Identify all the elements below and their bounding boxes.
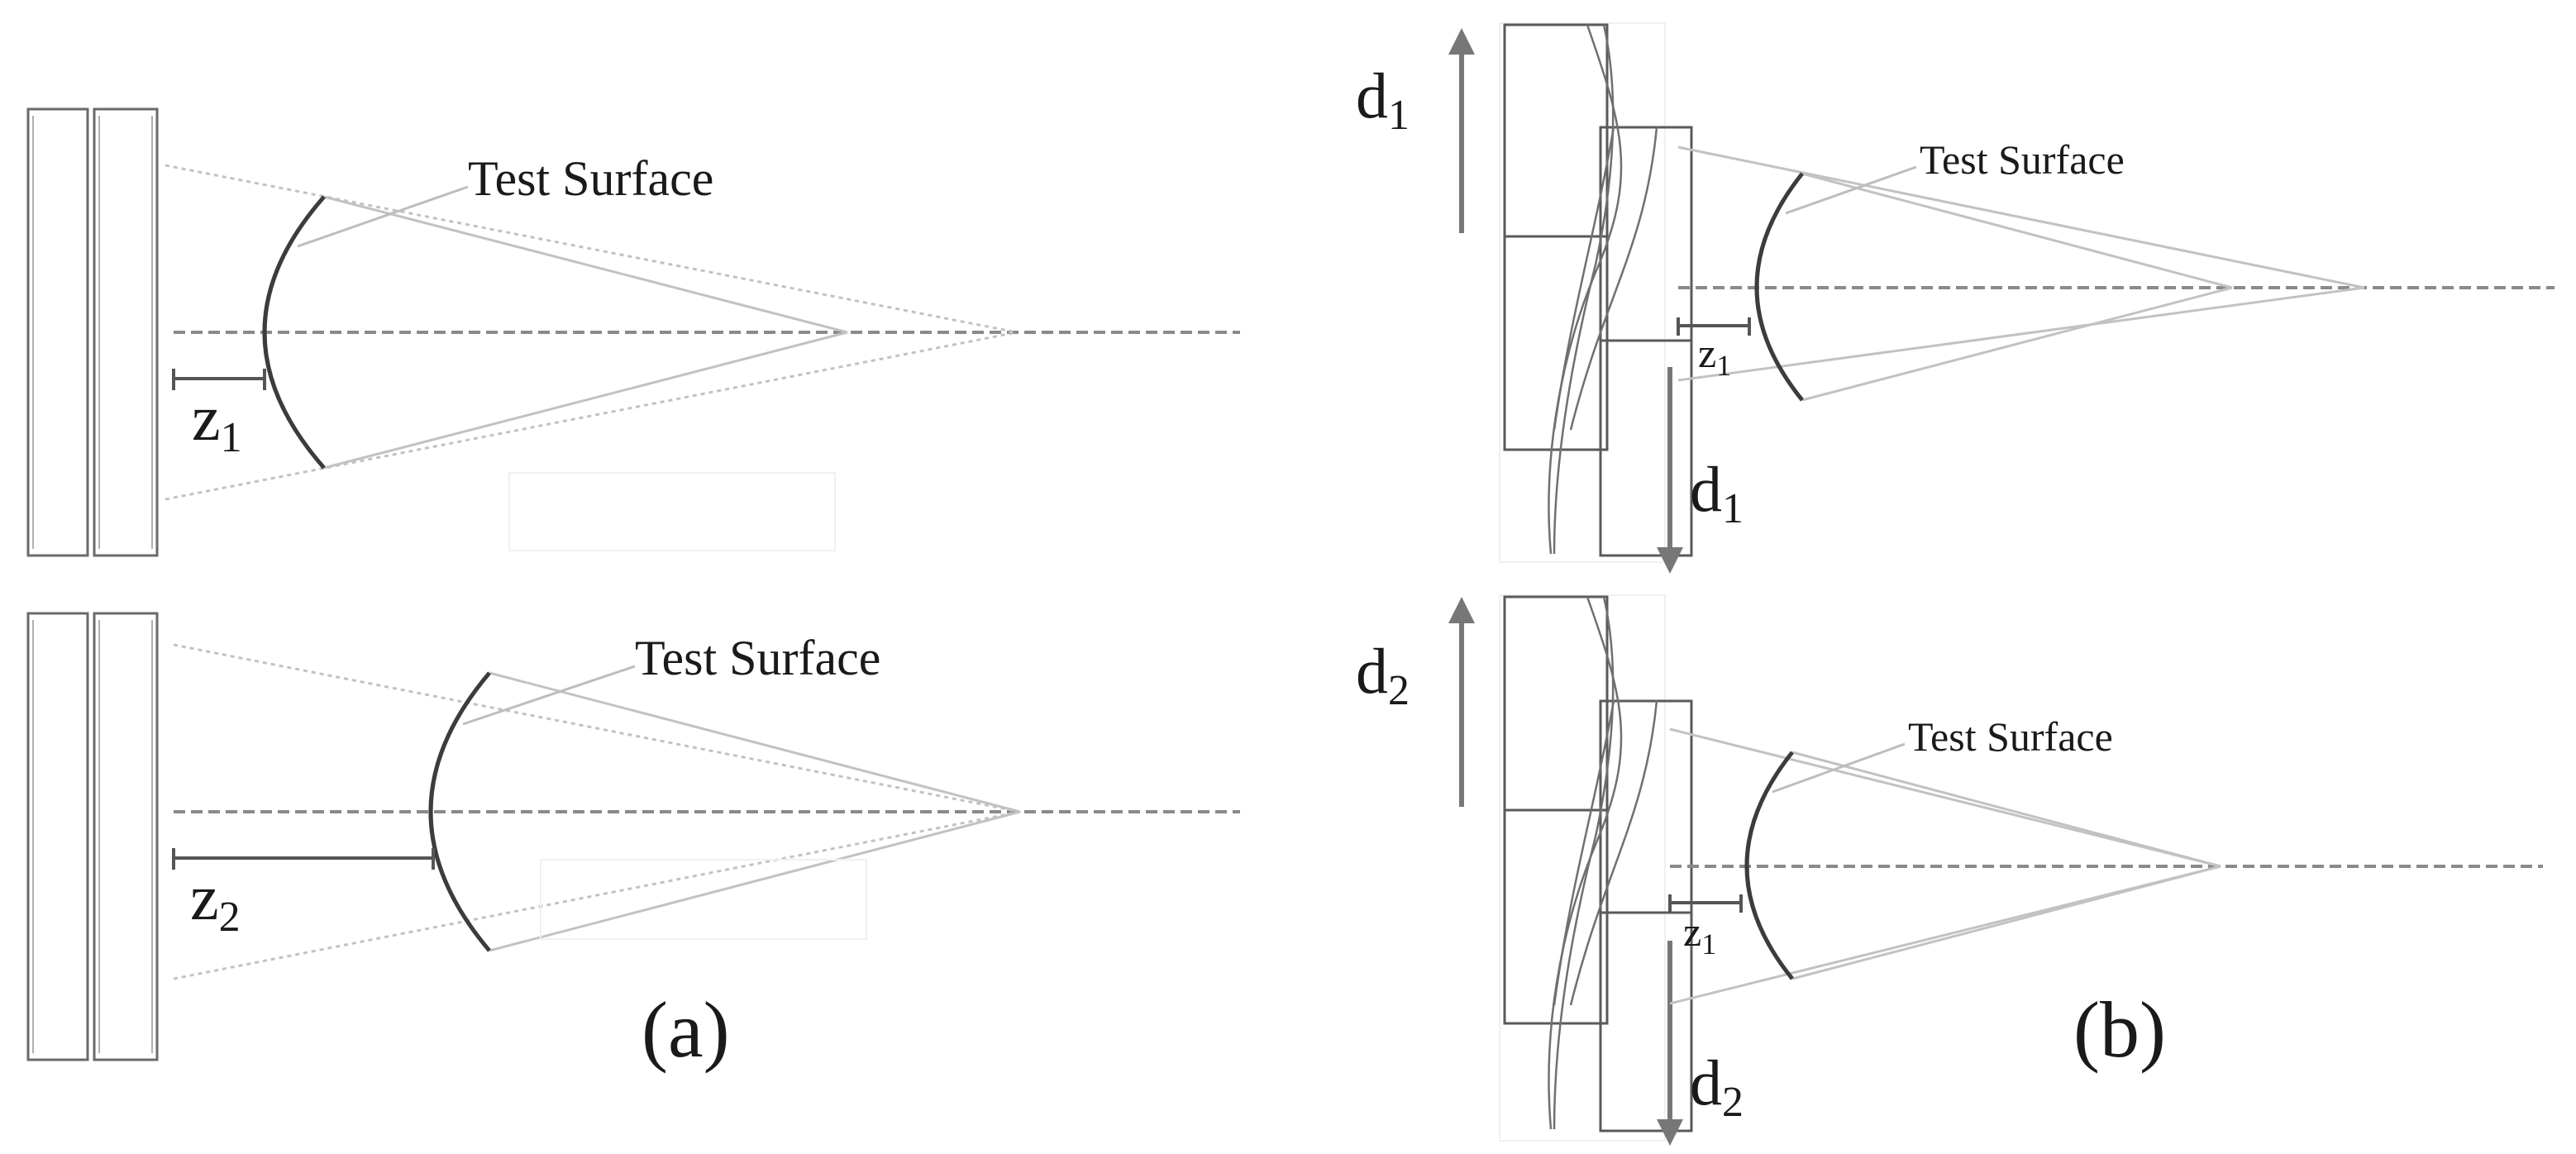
panel-a: Test Surface z1 Test (26, 107, 1240, 1074)
distance-z1-label: z1 (192, 382, 242, 461)
reference-plate-left (26, 612, 89, 1061)
test-surface-leader (297, 185, 469, 248)
shift-down-label: d1 (1690, 453, 1744, 532)
test-surface-label: Test Surface (635, 631, 880, 685)
test-surface (1744, 751, 1794, 980)
distance-z1-label: z1 (1683, 908, 1716, 961)
shift-up-label: d1 (1356, 60, 1410, 139)
shift-up-arrow (1448, 28, 1475, 233)
test-surface-leader (462, 665, 636, 726)
distance-z1-marker (172, 369, 266, 390)
panel-b-caption: (b) (2073, 985, 2166, 1074)
test-surface-leader (1772, 742, 1906, 794)
test-surface (262, 195, 326, 470)
distance-z1-label: z1 (1698, 330, 1731, 382)
distance-z2-marker (172, 848, 435, 870)
cgh-stack (1503, 23, 1693, 557)
panel-a-bottom: Test Surface z2 (26, 612, 1240, 1061)
shift-down-arrow (1657, 941, 1683, 1146)
panel-a-top: Test Surface z1 (26, 107, 1240, 557)
reference-plate-right (93, 107, 159, 557)
shift-down-label: d2 (1690, 1047, 1744, 1126)
reference-plate-right (93, 612, 159, 1061)
test-surface (1754, 172, 1804, 402)
test-surface (428, 671, 491, 952)
panel-b: d1 d1 Test Surface z1 (1356, 22, 2555, 1146)
cgh-stack (1503, 595, 1693, 1133)
test-surface-label: Test Surface (1920, 136, 2125, 183)
shift-up-arrow (1448, 597, 1475, 807)
test-surface-label: Test Surface (1908, 713, 2113, 760)
panel-a-caption: (a) (642, 985, 730, 1074)
test-surface-leader (1785, 165, 1917, 215)
distance-z2-label: z2 (190, 861, 241, 941)
reference-plate-left (26, 107, 89, 557)
shift-down-arrow (1657, 367, 1683, 574)
shift-up-label: d2 (1356, 635, 1410, 714)
test-surface-label: Test Surface (468, 151, 713, 206)
panel-b-bottom: d2 d2 Test Surface z1 (1356, 594, 2543, 1146)
distance-z1-marker (1668, 894, 1743, 913)
distance-z1-marker (1677, 317, 1751, 336)
panel-b-top: d1 d1 Test Surface z1 (1356, 22, 2555, 574)
